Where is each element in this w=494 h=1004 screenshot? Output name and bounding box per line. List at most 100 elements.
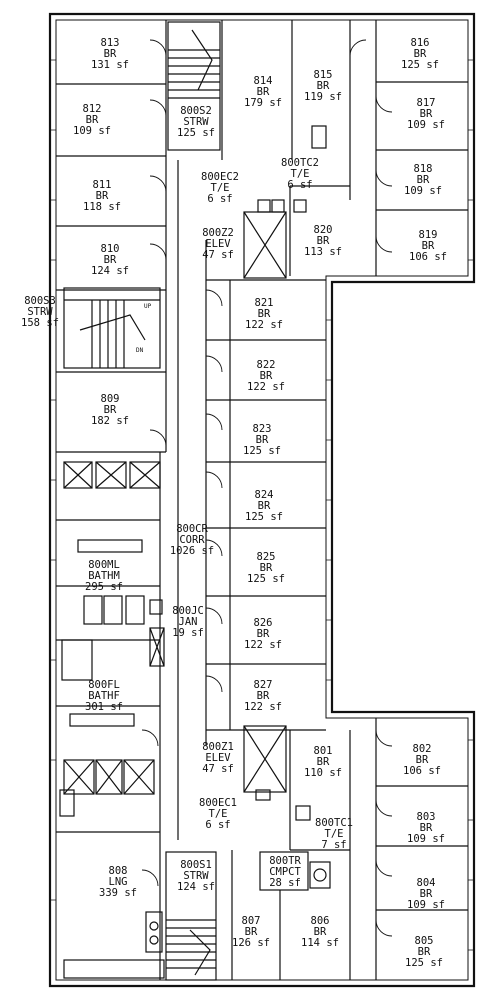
room-area: 125 sf bbox=[243, 445, 281, 457]
room-area: 109 sf bbox=[407, 833, 445, 845]
room-use: STRW bbox=[183, 870, 209, 882]
room-id: 812 bbox=[82, 103, 102, 115]
room-area: 122 sf bbox=[245, 319, 283, 331]
room-id: 822 bbox=[256, 359, 276, 371]
room-id: 800EC2 bbox=[201, 171, 239, 183]
room-id: 808 bbox=[108, 865, 128, 877]
room-use: BR bbox=[256, 690, 270, 702]
room-use: BR bbox=[316, 756, 330, 768]
room-area: 106 sf bbox=[403, 765, 441, 777]
room-area: 106 sf bbox=[409, 251, 447, 263]
room-area: 47 sf bbox=[202, 249, 234, 261]
room-id: 821 bbox=[254, 297, 274, 309]
room-use: BR bbox=[256, 86, 270, 98]
room-use: T/E bbox=[208, 808, 228, 820]
left-room-walls bbox=[56, 20, 167, 980]
room-id: 800S2 bbox=[180, 105, 212, 117]
room-use: CMPCT bbox=[269, 866, 301, 878]
room-area: 1026 sf bbox=[169, 545, 215, 557]
room-id: 824 bbox=[254, 489, 274, 501]
room-id: 800CR bbox=[176, 523, 208, 535]
room-id: 809 bbox=[100, 393, 120, 405]
room-id: 800TR bbox=[269, 855, 301, 867]
room-id: 800Z1 bbox=[202, 741, 234, 753]
room-id: 805 bbox=[414, 935, 434, 947]
room-use: BR bbox=[413, 48, 427, 60]
room-use: BR bbox=[95, 190, 109, 202]
room-id: 800ML bbox=[88, 559, 120, 571]
room-area: 109 sf bbox=[73, 125, 111, 137]
room-area: 6 sf bbox=[205, 819, 231, 831]
room-use: CORR bbox=[179, 534, 205, 546]
room-use: BATHM bbox=[88, 570, 120, 582]
corridor-walls bbox=[177, 160, 207, 840]
room-use: T/E bbox=[324, 828, 344, 840]
room-use: BATHF bbox=[88, 690, 120, 702]
room-id: 800TC1 bbox=[315, 817, 353, 829]
room-area: 339 sf bbox=[99, 887, 137, 899]
room-id: 825 bbox=[256, 551, 276, 563]
room-id: 807 bbox=[241, 915, 261, 927]
room-use: BR bbox=[255, 434, 269, 446]
room-area: 47 sf bbox=[202, 763, 234, 775]
stair-down-text: DN bbox=[136, 347, 144, 354]
room-use: STRW bbox=[27, 306, 53, 318]
room-use: BR bbox=[316, 235, 330, 247]
room-id: 802 bbox=[412, 743, 432, 755]
room-id: 819 bbox=[418, 229, 438, 241]
room-area: 19 sf bbox=[172, 627, 204, 639]
room-area: 7 sf bbox=[321, 839, 347, 851]
room-area: 179 sf bbox=[244, 97, 282, 109]
south-core bbox=[231, 718, 468, 980]
stair-north bbox=[167, 21, 221, 151]
bathroom-fixtures bbox=[59, 461, 165, 817]
room-area: 109 sf bbox=[404, 185, 442, 197]
room-use: BR bbox=[103, 254, 117, 266]
room-id: 800JC bbox=[172, 605, 204, 617]
room-use: BR bbox=[313, 926, 327, 938]
room-use: T/E bbox=[290, 168, 310, 180]
exterior-wall bbox=[48, 12, 476, 988]
door-swings bbox=[141, 39, 393, 937]
room-use: BR bbox=[103, 404, 117, 416]
room-area: 126 sf bbox=[232, 937, 270, 949]
room-area: 110 sf bbox=[304, 767, 342, 779]
room-id: 827 bbox=[253, 679, 273, 691]
room-area: 109 sf bbox=[407, 899, 445, 911]
room-use: ELEV bbox=[205, 752, 231, 764]
room-id: 823 bbox=[252, 423, 272, 435]
room-area: 131 sf bbox=[91, 59, 129, 71]
room-use: STRW bbox=[183, 116, 209, 128]
room-use: BR bbox=[259, 370, 273, 382]
room-id: 801 bbox=[313, 745, 333, 757]
room-area: 118 sf bbox=[83, 201, 121, 213]
room-use: BR bbox=[256, 628, 270, 640]
window-marks bbox=[50, 59, 474, 951]
room-id: 811 bbox=[92, 179, 112, 191]
room-id: 800FL bbox=[88, 679, 120, 691]
